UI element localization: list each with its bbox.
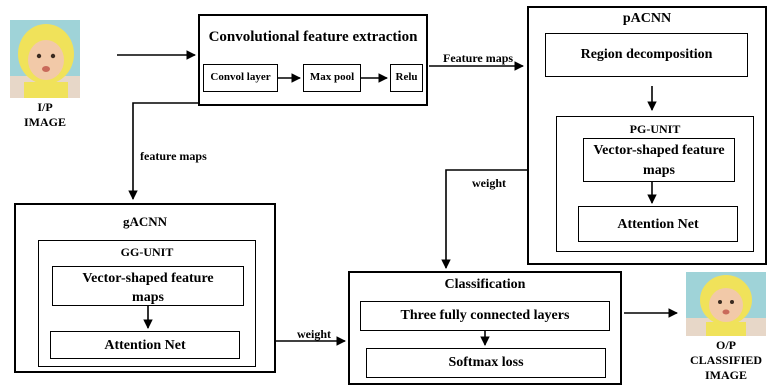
arrow-pacnn-to-classification bbox=[441, 169, 527, 269]
input-label-2: IMAGE bbox=[24, 115, 66, 129]
softmax-box bbox=[366, 348, 606, 378]
pg-attention-box bbox=[578, 206, 738, 242]
gg-attention-label: Attention Net bbox=[104, 338, 186, 353]
edge-label-weight-g: weight bbox=[297, 327, 331, 341]
pg-unit-title: PG-UNIT bbox=[629, 122, 681, 136]
region-decomposition-box bbox=[545, 33, 748, 77]
pg-vector-label-2: maps bbox=[643, 163, 675, 178]
conv-title: Convolutional feature extraction bbox=[208, 29, 418, 45]
convol-layer-box bbox=[203, 64, 278, 92]
edge-label-feature-maps-right: Feature maps bbox=[443, 51, 514, 65]
relu-box bbox=[390, 64, 423, 92]
max-pool-label: Max pool bbox=[309, 71, 355, 83]
output-label-2: CLASSIFIED bbox=[689, 353, 763, 367]
softmax-label: Softmax loss bbox=[448, 355, 524, 370]
input-image bbox=[10, 20, 80, 98]
gacnn-title: gACNN bbox=[122, 214, 168, 229]
relu-label: Relu bbox=[395, 71, 418, 83]
output-image bbox=[686, 272, 766, 336]
classification-title: Classification bbox=[444, 277, 526, 292]
gg-attention-box bbox=[50, 331, 240, 359]
arrow-conv-to-gacnn bbox=[128, 102, 198, 200]
gg-unit-title: GG-UNIT bbox=[120, 245, 174, 259]
convol-layer-label: Convol layer bbox=[210, 71, 271, 83]
pacnn-title: pACNN bbox=[622, 11, 672, 26]
max-pool-box bbox=[303, 64, 361, 92]
gg-vector-label-1: Vector-shaped feature bbox=[82, 271, 214, 286]
gg-vector-box bbox=[52, 266, 244, 306]
input-label-1: I/P bbox=[37, 100, 53, 114]
fc-label: Three fully connected layers bbox=[400, 308, 570, 323]
gg-vector-label-2: maps bbox=[132, 290, 164, 305]
output-label-3: IMAGE bbox=[705, 368, 747, 382]
pg-attention-label: Attention Net bbox=[617, 217, 699, 232]
output-label-1: O/P bbox=[716, 338, 736, 352]
edge-label-weight-p: weight bbox=[472, 176, 506, 190]
edge-label-feature-maps-down: feature maps bbox=[140, 149, 207, 163]
pg-vector-label-1: Vector-shaped feature bbox=[593, 143, 725, 158]
fc-box bbox=[360, 301, 610, 331]
pg-vector-box bbox=[583, 138, 735, 182]
region-decomposition-label: Region decomposition bbox=[580, 47, 713, 62]
